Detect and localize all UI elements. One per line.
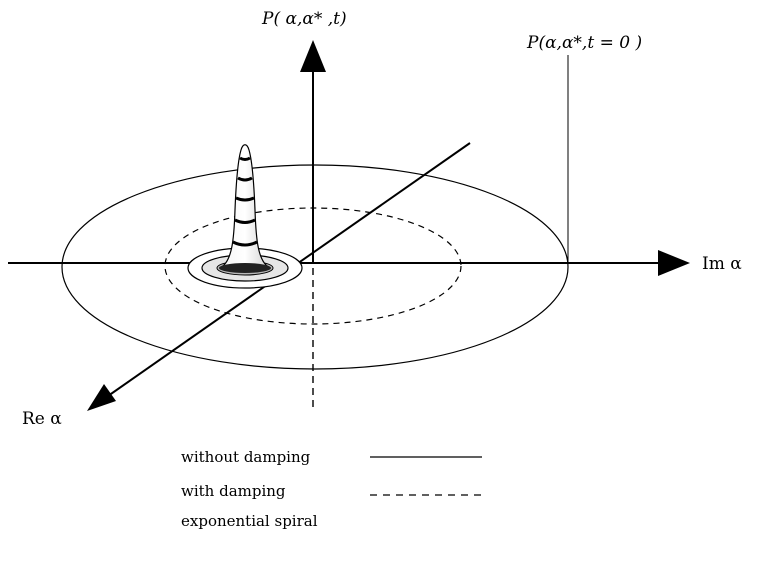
- re-axis-arrowhead: [87, 384, 116, 411]
- initial-distribution-label: P(α,α*,t = 0 ): [526, 33, 642, 53]
- legend-without-damping-label: without damping: [181, 448, 311, 466]
- legend: without damping with damping exponential…: [181, 448, 482, 530]
- p-axis-label: P( α,α* ,t): [261, 9, 347, 29]
- re-axis-label: Re α: [22, 409, 62, 429]
- p-axis-arrowhead: [300, 40, 326, 72]
- legend-exponential-spiral-label: exponential spiral: [181, 512, 318, 530]
- im-axis-label: Im α: [702, 254, 742, 274]
- undamped-orbit-ellipse: [62, 165, 568, 369]
- legend-with-damping-label: with damping: [181, 482, 286, 500]
- im-axis-arrowhead: [658, 250, 690, 276]
